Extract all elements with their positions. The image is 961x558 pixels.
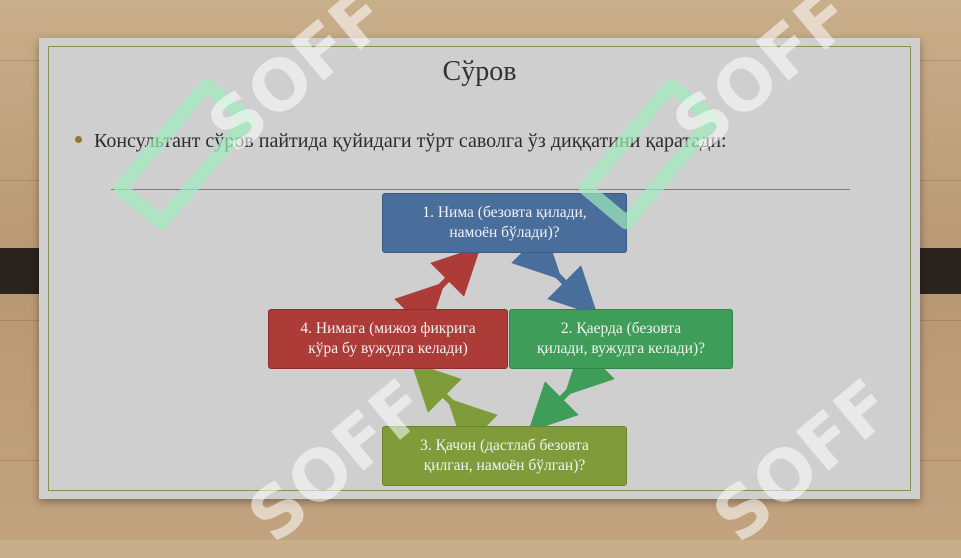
node-why-line1: 4. Нимага (мижоз фикрига <box>300 320 476 337</box>
node-where-line2: қилади, вужудга келади)? <box>536 340 706 357</box>
arrow-n4-n1 <box>394 246 481 333</box>
divider <box>111 189 850 190</box>
cycle-arrows <box>394 229 615 449</box>
slide-title: Сўров <box>442 56 517 87</box>
node-when-line2: қилган, намоён бўлган)? <box>423 457 586 474</box>
node-why-line2: кўра бу вужудга келади) <box>308 340 468 357</box>
bullet-dot-icon <box>75 136 82 143</box>
node-where: 2. Қаерда (безовта қилади, вужудга келади… <box>509 309 733 369</box>
arrow-n1-n2 <box>511 229 598 316</box>
arrow-n2-n3 <box>528 345 615 432</box>
bullet-text: Консультант сўров пайтида қуйидаги тўрт … <box>94 130 727 152</box>
node-what-line2: намоён бўлади)? <box>449 224 560 241</box>
slide-frame <box>48 46 911 491</box>
arrow-n3-n4 <box>411 362 498 449</box>
node-when-line1: 3. Қачон (дастлаб безовта <box>420 437 589 454</box>
node-what-line1: 1. Нима (безовта қилади, <box>422 204 587 221</box>
node-why: 4. Нимага (мижоз фикрига кўра бу вужудга … <box>268 309 508 369</box>
node-where-line1: 2. Қаерда (безовта <box>560 320 682 337</box>
node-what: 1. Нима (безовта қилади, намоён бўлади)? <box>382 193 627 253</box>
bullet-item: Консультант сўров пайтида қуйидаги тўрт … <box>75 130 895 153</box>
node-when: 3. Қачон (дастлаб безовта қилган, намоён … <box>382 426 627 486</box>
slide: Сўров Консультант сўров пайтида қуйидаги… <box>39 38 920 499</box>
